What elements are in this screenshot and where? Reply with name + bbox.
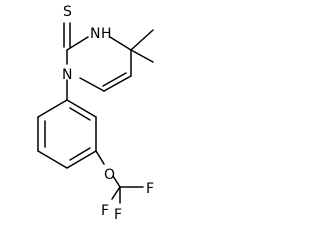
- bond-c4-methyl-a: [130, 29, 154, 51]
- bond-c5-c6-2: [102, 72, 127, 87]
- bond-c5-c6-1: [103, 75, 132, 92]
- atom-fluorine-3: F: [114, 207, 122, 223]
- bond-o-c: [112, 175, 121, 188]
- chemical-structure: S N H N O F F F: [37, 4, 154, 223]
- atom-nitrogen-h: N: [90, 26, 100, 42]
- atom-sulfur: S: [63, 4, 72, 20]
- bond-ph-4: [66, 150, 97, 169]
- atom-fluorine-2: F: [146, 181, 154, 197]
- atom-oxygen: O: [104, 167, 115, 183]
- atom-fluorine-1: F: [101, 203, 109, 219]
- bond-c2-nh: [66, 36, 89, 51]
- bond-c4-methyl-b: [130, 49, 154, 63]
- bond-nh-c4: [109, 36, 132, 51]
- atom-hydrogen: H: [101, 26, 112, 42]
- bond-ph-6: [66, 99, 97, 118]
- bond-ph-3: [37, 150, 68, 169]
- atom-labels: S N H N O F F F: [62, 4, 154, 223]
- atom-nitrogen-1: N: [62, 67, 72, 83]
- bond-ph-1: [37, 99, 68, 118]
- bond-ph-o: [95, 150, 105, 165]
- bonds: [37, 22, 154, 204]
- bond-c-f1: [111, 186, 121, 200]
- bond-c6-n1: [79, 77, 105, 92]
- bond-ph-inner-2: [69, 147, 91, 161]
- bond-ph-inner-3: [69, 107, 91, 121]
